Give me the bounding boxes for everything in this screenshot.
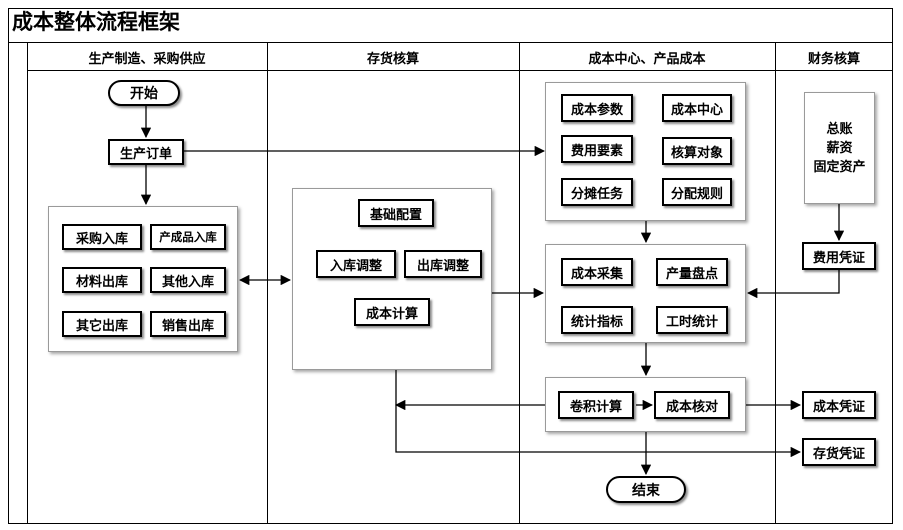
ledger-item: 固定资产 bbox=[813, 159, 866, 175]
cost-voucher-box: 成本凭证 bbox=[802, 391, 876, 419]
production-order-box: 生产订单 bbox=[108, 139, 184, 165]
page-title: 成本整体流程框架 bbox=[12, 10, 180, 34]
lane-header-production: 生产制造、采购供应 bbox=[88, 51, 206, 67]
cost-center-box: 成本中心 bbox=[662, 94, 732, 122]
ledger-item: 薪资 bbox=[826, 140, 853, 156]
out-adjust-box: 出库调整 bbox=[404, 250, 482, 278]
lane-divider bbox=[27, 42, 28, 524]
allocation-task-box: 分摊任务 bbox=[561, 178, 633, 206]
other-out-box: 其它出库 bbox=[62, 311, 142, 337]
lane-header-cost: 成本中心、产品成本 bbox=[588, 51, 706, 67]
cost-collect-box: 成本采集 bbox=[561, 258, 633, 286]
accounting-object-box: 核算对象 bbox=[662, 137, 732, 165]
header-divider bbox=[27, 70, 893, 71]
lane-divider bbox=[519, 42, 520, 524]
hours-stat-box: 工时统计 bbox=[656, 306, 728, 334]
end-node: 结束 bbox=[606, 476, 686, 503]
expense-voucher-box: 费用凭证 bbox=[802, 242, 876, 270]
ledger-list: 总账 薪资 固定资产 bbox=[804, 92, 875, 204]
lane-divider bbox=[775, 42, 776, 524]
inventory-voucher-box: 存货凭证 bbox=[802, 438, 876, 466]
diagram-frame bbox=[8, 8, 893, 524]
convolution-calc-box: 卷积计算 bbox=[558, 391, 634, 419]
start-node: 开始 bbox=[108, 80, 180, 106]
expense-element-box: 费用要素 bbox=[561, 135, 633, 163]
in-adjust-box: 入库调整 bbox=[316, 250, 396, 278]
lane-header-inventory: 存货核算 bbox=[366, 51, 419, 67]
sales-out-box: 销售出库 bbox=[150, 311, 226, 337]
finished-goods-in-box: 产成品入库 bbox=[150, 224, 226, 250]
material-out-box: 材料出库 bbox=[62, 267, 142, 293]
title-divider bbox=[8, 42, 893, 43]
stat-indicator-box: 统计指标 bbox=[561, 306, 633, 334]
output-count-box: 产量盘点 bbox=[656, 258, 728, 286]
ledger-panel bbox=[804, 92, 875, 204]
allocation-rule-box: 分配规则 bbox=[662, 178, 732, 206]
base-config-box: 基础配置 bbox=[358, 199, 434, 227]
other-in-box: 其他入库 bbox=[150, 267, 226, 293]
purchase-in-box: 采购入库 bbox=[62, 224, 142, 250]
cost-params-box: 成本参数 bbox=[561, 94, 633, 122]
lane-header-finance: 财务核算 bbox=[807, 51, 860, 67]
arrow-inventory-to-voucher bbox=[395, 370, 802, 458]
arrow-voucher-to-collect bbox=[746, 270, 840, 299]
ledger-item: 总账 bbox=[826, 121, 853, 137]
cost-calc-box: 成本计算 bbox=[354, 298, 430, 326]
cost-check-box: 成本核对 bbox=[654, 391, 730, 419]
